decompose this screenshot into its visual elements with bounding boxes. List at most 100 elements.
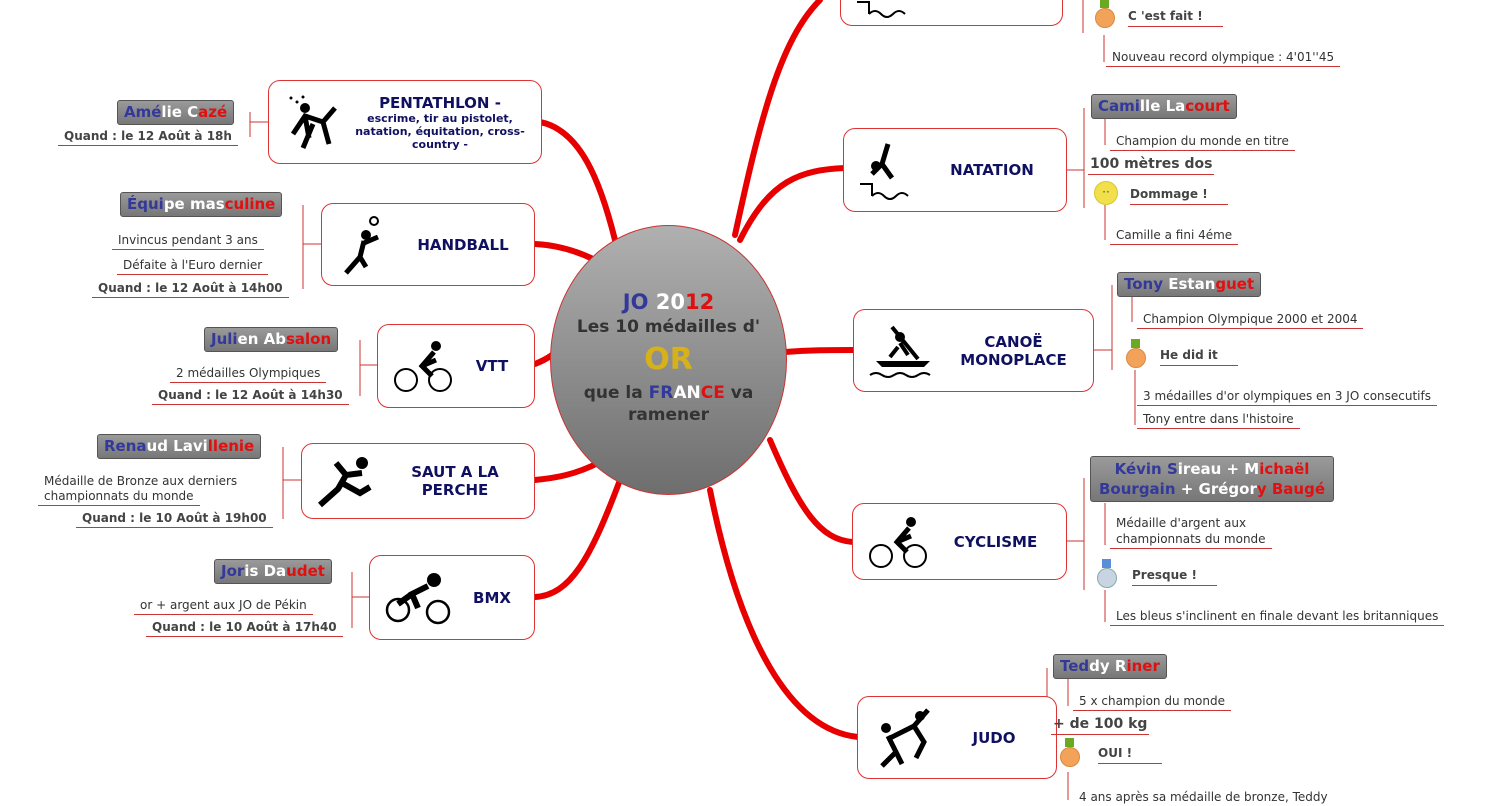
event-date: Quand : le 12 Août à 18h [58, 129, 238, 146]
topic-handball[interactable]: HANDBALL [321, 203, 535, 286]
name-part: Équi [127, 195, 164, 213]
gold-medal-icon [1126, 339, 1146, 368]
event-date: Quand : le 10 Août à 17h40 [146, 620, 343, 637]
athlete-tag[interactable]: Camille Lacourt [1091, 94, 1237, 119]
topic-pentathlon[interactable]: PENTATHLON -escrime, tir au pistolet, na… [268, 80, 542, 164]
topic-pole-vault[interactable]: SAUT A LA PERCHE [301, 443, 535, 519]
athlete-tag[interactable]: Renaud Lavillenie [97, 434, 262, 459]
title-or: OR [644, 342, 693, 377]
topic-label: CANOË MONOPLACE [960, 332, 1067, 369]
france-white: AN [673, 383, 701, 403]
detail-note: Tony entre dans l'histoire [1137, 412, 1300, 429]
gold-medal-icon [1060, 738, 1080, 767]
name-part: azé [198, 103, 228, 121]
event-date: Quand : le 12 Août à 14h00 [92, 281, 289, 298]
name-part: lle La [1139, 97, 1186, 115]
name-part: Juli [211, 330, 238, 348]
bmx-icon [385, 572, 451, 624]
topic-judo[interactable]: JUDO [857, 696, 1057, 779]
name-part: guet [1215, 275, 1255, 293]
detail-note: Camille a fini 4éme [1110, 228, 1239, 245]
detail-note: 2 médailles Olympiques [170, 366, 327, 383]
event-name: + de 100 kg [1051, 716, 1150, 735]
name-part: court [1185, 97, 1230, 115]
detail-note: Médaille de Bronze aux derniers [44, 474, 238, 488]
name-part: dy R [1089, 657, 1127, 675]
name-part: llenie [207, 437, 255, 455]
athlete-tag[interactable]: Julien Absalon [204, 327, 339, 352]
detail-note: championnats du monde [1110, 532, 1272, 549]
name-part: ud Lavi [146, 437, 208, 455]
topic-cyclisme[interactable]: CYCLISME [852, 503, 1067, 580]
name-part: Ted [1060, 657, 1090, 675]
topic-label: CYCLISME [953, 532, 1038, 551]
detail-note: Invincus pendant 3 ans [112, 233, 264, 250]
france-red: CE [700, 383, 725, 403]
name-part: Bourgain [1099, 480, 1176, 498]
name-part: Tony [1124, 275, 1164, 293]
title-line2: Les 10 médailles d' [576, 317, 761, 337]
detail-note: or + argent aux JO de Pékin [134, 598, 313, 615]
event-date: Quand : le 10 Août à 19h00 [76, 511, 273, 528]
topic-natation[interactable]: NATATION [843, 128, 1067, 212]
title-post: va [730, 383, 754, 403]
swimming-icon [857, 1, 906, 18]
athlete-tag[interactable]: Tony Estanguet [1117, 272, 1262, 297]
detail-note: Champion du monde en titre [1110, 134, 1295, 151]
silver-medal-icon [1097, 559, 1117, 588]
detail-note: 4 ans après sa médaille de bronze, Teddy [1079, 790, 1328, 804]
name-part: Jor [221, 562, 245, 580]
detail-note: Nouveau record olympique : 4'01''45 [1106, 50, 1341, 67]
name-part: salon [285, 330, 332, 348]
detail-note: Champion Olympique 2000 et 2004 [1137, 312, 1364, 329]
name-part: Amé [124, 103, 162, 121]
title-jo: JO [622, 290, 649, 314]
status-label: Dommage ! [1130, 187, 1228, 205]
event-date: Quand : le 12 Août à 14h30 [152, 388, 349, 405]
topic-vtt[interactable]: VTT [377, 324, 535, 408]
name-part: en Ab [237, 330, 286, 348]
canoe-icon [869, 325, 931, 378]
judo-icon [880, 707, 930, 768]
status-label: OUI ! [1098, 746, 1163, 764]
france-blue: FR [648, 383, 674, 403]
event-name: 100 mètres dos [1088, 156, 1215, 175]
detail-note: 3 médailles d'or olympiques en 3 JO cons… [1137, 389, 1437, 406]
topic-label: BMX [473, 588, 511, 607]
athlete-tag[interactable]: Teddy Riner [1053, 654, 1167, 679]
title-year-b: 12 [684, 290, 715, 314]
name-part: Cami [1098, 97, 1140, 115]
topic-label: HANDBALL [417, 235, 509, 254]
athlete-tag[interactable]: Joris Daudet [214, 559, 332, 584]
central-topic[interactable]: JO 2012 Les 10 médailles d' OR que la FR… [550, 225, 787, 495]
athlete-tag[interactable]: Équipe masculine [120, 192, 283, 217]
bronze-medal-icon [1095, 0, 1115, 28]
topic-swimming-top[interactable] [840, 0, 1063, 26]
name-part: ireau + M [1177, 460, 1260, 478]
title-year-a: 20 [655, 290, 685, 314]
name-part: Rena [104, 437, 147, 455]
title-line5: ramener [627, 405, 710, 425]
topic-label: VTT [475, 357, 509, 375]
detail-note: Les bleus s'inclinent en finale devant l… [1110, 609, 1445, 626]
detail-note: Médaille d'argent aux [1116, 516, 1247, 530]
status-label: C 'est fait ! [1128, 9, 1223, 27]
topic-label: SAUT A LA PERCHE [411, 463, 499, 499]
name-part: udet [286, 562, 325, 580]
topic-canoe[interactable]: CANOË MONOPLACE [853, 309, 1094, 392]
athlete-tag[interactable]: Kévin Sireau + Michaël Bourgain + Grégor… [1090, 456, 1334, 502]
topic-sublabel: escrime, tir au pistolet, natation, équi… [355, 111, 525, 151]
handball-icon [344, 215, 379, 275]
neutral-face-icon: ·· [1094, 181, 1118, 205]
topic-label: JUDO [972, 728, 1016, 747]
topic-label: PENTATHLON - [379, 93, 501, 112]
athlete-tag[interactable]: Amélie Cazé [117, 100, 235, 125]
name-part: lie C [161, 103, 199, 121]
mountain-bike-icon [394, 341, 452, 392]
topic-bmx[interactable]: BMX [369, 555, 535, 640]
name-part: pe mas [163, 195, 225, 213]
status-label: He did it [1160, 348, 1238, 366]
name-part: y Baugé [1256, 480, 1325, 498]
name-part: ichaël [1259, 460, 1310, 478]
name-part: iner [1126, 657, 1160, 675]
